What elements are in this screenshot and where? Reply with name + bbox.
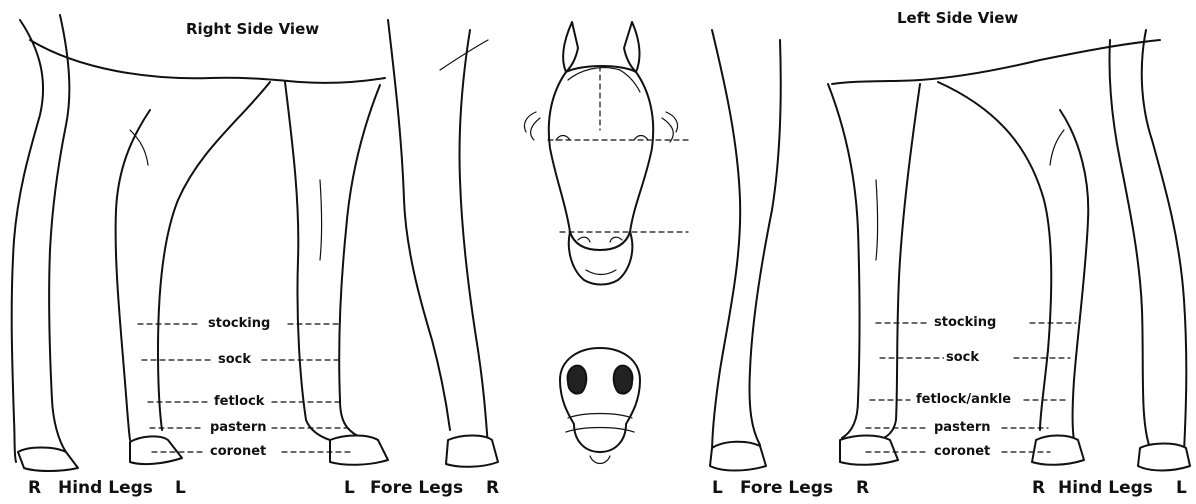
hind-leg-r-label: R: [28, 478, 41, 498]
fore-leg-l-icon: [285, 82, 388, 465]
left-ear: [563, 22, 578, 72]
fore-leg-r-label-left: R: [856, 478, 869, 498]
label-fetlock-left: fetlock/ankle: [914, 392, 1013, 407]
label-sock-right: sock: [216, 352, 253, 367]
fore-legs-label-left: Fore Legs: [740, 478, 833, 498]
label-fetlock-right: fetlock: [212, 394, 266, 409]
hind-leg-l-label: L: [175, 478, 186, 498]
label-coronet-left: coronet: [932, 444, 992, 459]
hind-leg-r-label-left: R: [1032, 478, 1045, 498]
right-side-view-title: Right Side View: [186, 20, 319, 38]
label-stocking-left: stocking: [932, 315, 998, 330]
muzzle-outline: [560, 348, 640, 452]
muzzle-bottom-drawing: [560, 348, 640, 464]
hind-leg-r-icon: [12, 15, 78, 471]
hind-leg-l-left-icon: [1109, 30, 1190, 471]
hind-leg-l-label-left: L: [1176, 478, 1187, 498]
hind-legs-label-left: Hind Legs: [1058, 478, 1153, 498]
fore-leg-r-left-icon: [828, 84, 920, 465]
right-ear: [624, 22, 639, 72]
label-stocking-right: stocking: [206, 316, 272, 331]
belly-line: [30, 40, 385, 83]
fore-leg-l-label-left: L: [712, 478, 723, 498]
label-coronet-right: coronet: [208, 444, 268, 459]
label-pastern-left: pastern: [932, 420, 993, 435]
label-pastern-right: pastern: [208, 420, 269, 435]
head-outline: [549, 66, 653, 250]
horse-head-front-drawing: [524, 22, 688, 285]
fore-leg-r-icon: [388, 20, 498, 467]
label-sock-left: sock: [944, 350, 981, 365]
fore-leg-l-label: L: [344, 478, 355, 498]
hind-legs-label: Hind Legs: [58, 478, 153, 498]
fore-leg-l-left-icon: [710, 30, 781, 471]
left-side-view-title: Left Side View: [897, 9, 1018, 27]
fore-leg-r-label: R: [486, 478, 499, 498]
fore-legs-label: Fore Legs: [370, 478, 463, 498]
hind-leg-r-left-icon: [938, 82, 1088, 465]
